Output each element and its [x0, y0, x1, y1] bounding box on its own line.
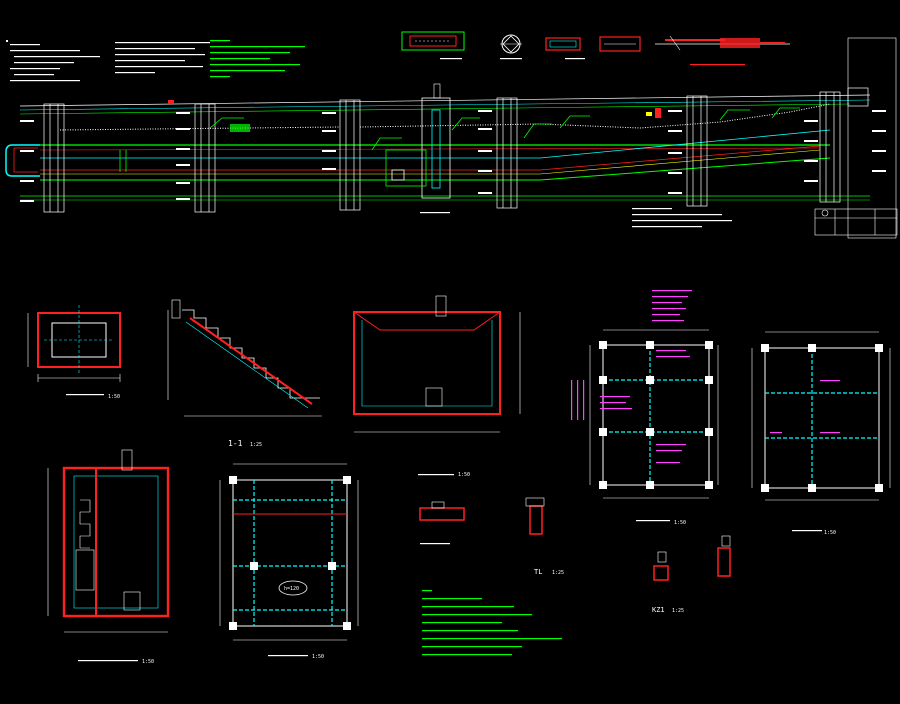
label-scale-plan-2: 1:50: [824, 530, 836, 536]
foundation-plan: [219, 463, 359, 657]
detail-circle-symbol: [500, 34, 522, 60]
general-notes-block: [6, 40, 100, 82]
label-column-kz1: KZ1: [652, 606, 665, 614]
column-detail-kz1: [653, 535, 731, 581]
label-slab-callout: h=120: [284, 586, 299, 592]
label-scale-125: 1:25: [250, 442, 262, 448]
pit-plan-small: [27, 305, 121, 396]
label-section-1-1: 1-1: [228, 439, 243, 448]
label-scale-pit-large: 1:50: [142, 659, 154, 665]
beam-detail-tl: [525, 497, 545, 535]
detail-red-section: [545, 37, 585, 60]
label-scale-tl: 1:25: [552, 570, 564, 576]
label-scale-plan-1: 1:50: [674, 520, 686, 526]
construction-notes: [422, 590, 562, 656]
beam-detail-ptb: [419, 501, 465, 545]
label-scale-kz1: 1:25: [672, 608, 684, 614]
title-block: [814, 208, 898, 236]
detail-rebar-box: [401, 31, 465, 60]
label-scale-foundation: 1:50: [312, 654, 324, 660]
stair-section: [167, 299, 322, 417]
label-beam-tl: TL: [534, 568, 542, 576]
framing-plan-1: [571, 290, 719, 522]
notes-column-3-green: [210, 40, 305, 78]
framing-plan-2: [751, 331, 891, 532]
profile-notes: [632, 208, 732, 228]
pit-plan-large: [47, 449, 170, 662]
label-scale-pit-section: 1:50: [458, 472, 470, 478]
notes-column-2: [115, 42, 210, 74]
longitudinal-profile: [5, 37, 897, 239]
pit-section-elevation: [353, 295, 521, 476]
label-scale-pit-small: 1:50: [108, 394, 120, 400]
detail-pipe-section: [599, 35, 790, 66]
